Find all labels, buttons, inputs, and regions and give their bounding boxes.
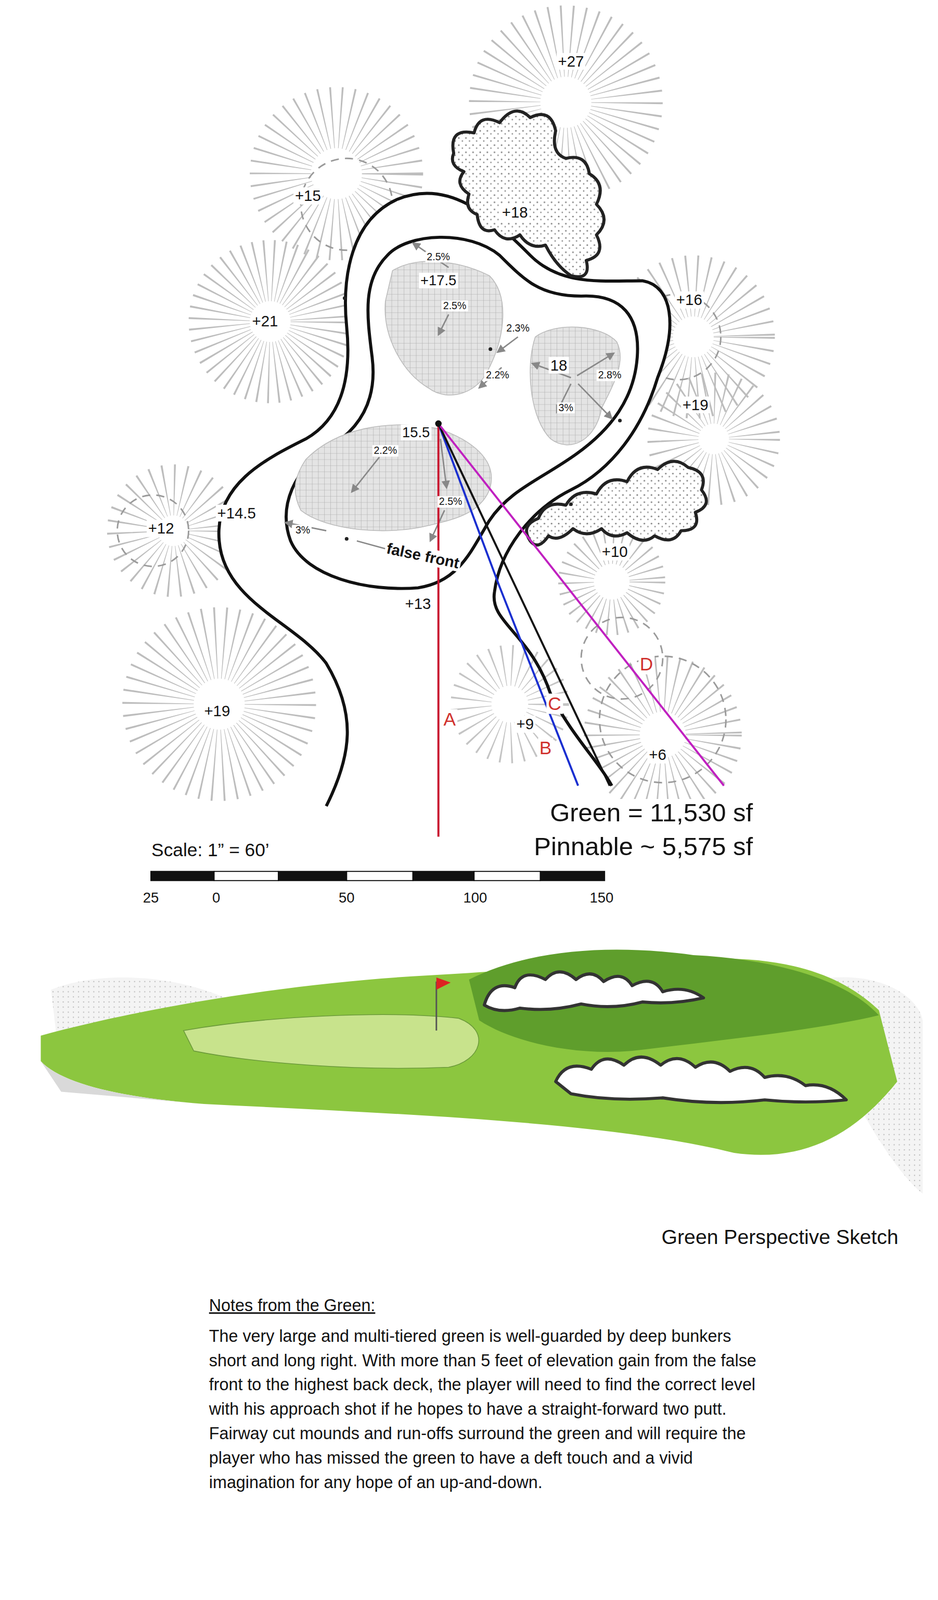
elevation-label: +10 — [600, 543, 630, 560]
shot-lines — [438, 423, 725, 837]
elevation-label: +6 — [647, 746, 668, 763]
elevation-label: +16 — [674, 291, 704, 308]
slope-label: 2.2% — [371, 444, 399, 457]
marker-dots — [342, 296, 622, 541]
slope-label: 3% — [557, 402, 575, 414]
elevation-label: +17.5 — [418, 272, 458, 289]
elevation-label: 18 — [548, 356, 570, 374]
elevation-label: +19 — [202, 702, 232, 719]
area-stat: Pinnable ~ 5,575 sf — [532, 832, 755, 861]
notes-heading: Notes from the Green: — [209, 1295, 376, 1315]
area-stat: Green = 11,530 sf — [548, 798, 755, 827]
line-label: C — [546, 693, 563, 714]
elevation-label: +15 — [293, 187, 323, 204]
line-label: A — [442, 708, 458, 729]
scale-label: Scale: 1” = 60’ — [149, 839, 272, 860]
perspective-sketch — [40, 948, 923, 1193]
pinnable-areas — [294, 261, 621, 531]
green-edge — [286, 237, 638, 589]
elevation-label: +13 — [403, 595, 433, 612]
slope-label: 2.2% — [484, 369, 511, 381]
notes-text: The very large and multi-tiered green is… — [209, 1323, 760, 1495]
slope-label: 2.5% — [441, 300, 469, 312]
slope-label: 2.5% — [437, 495, 465, 508]
elevation-label: +18 — [500, 203, 530, 221]
sketch-caption: Green Perspective Sketch — [661, 1225, 899, 1249]
scale-bar — [150, 870, 605, 881]
elevation-label: +14.5 — [215, 504, 258, 522]
feature-label: false front — [383, 539, 464, 572]
scale-number: 25 — [141, 889, 161, 906]
slope-label: 2.5% — [425, 251, 452, 263]
elevation-label: +19 — [680, 396, 711, 414]
slope-label: 2.3% — [504, 322, 532, 334]
line-label: B — [537, 737, 554, 758]
scale-number: 150 — [587, 889, 615, 906]
bunkers — [452, 110, 707, 545]
slope-label: 3% — [293, 524, 312, 536]
mound-hachure — [470, 664, 549, 743]
elevation-label: +21 — [250, 312, 280, 330]
elevation-label: +27 — [556, 52, 586, 70]
pin-dot — [434, 420, 442, 428]
elevation-label: +9 — [515, 715, 536, 732]
line-label: D — [638, 653, 655, 674]
slope-label: 2.8% — [596, 369, 624, 381]
elevation-label: 15.5 — [400, 424, 432, 441]
scale-number: 0 — [210, 889, 222, 906]
elevation-label: +12 — [146, 519, 176, 537]
scale-number: 100 — [461, 889, 489, 906]
scale-number: 50 — [337, 889, 356, 906]
